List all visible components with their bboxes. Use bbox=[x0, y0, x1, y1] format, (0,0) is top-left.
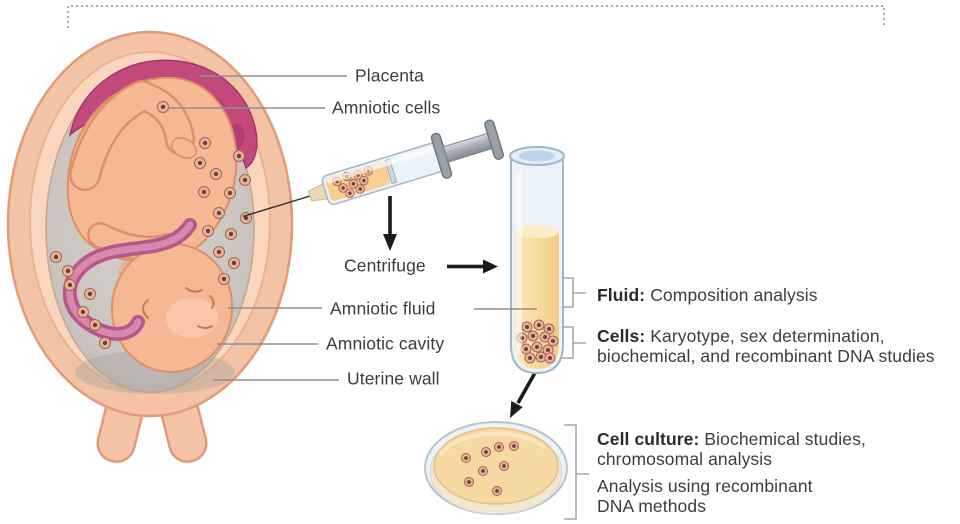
cells-bracket bbox=[562, 326, 586, 359]
cell-culture-desc: Biochemical studies, chromosomal analysi… bbox=[597, 429, 866, 469]
syringe-icon bbox=[242, 119, 504, 218]
fluid-annotation: Fluid: Composition analysis bbox=[597, 285, 957, 306]
fluid-term: Fluid: bbox=[597, 285, 646, 305]
cell-culture-term: Cell culture: bbox=[597, 429, 700, 449]
cell-pellet bbox=[516, 319, 559, 364]
test-tube bbox=[509, 146, 565, 375]
fluid-bracket bbox=[562, 277, 586, 308]
petri-dish bbox=[424, 421, 568, 515]
uterus-illustration bbox=[6, 30, 294, 463]
needle bbox=[242, 194, 313, 218]
leader-lines bbox=[168, 75, 537, 381]
arrow-down-left-icon bbox=[510, 370, 538, 418]
centrifuge-label: Centrifuge bbox=[344, 255, 426, 276]
cells-desc: Karyotype, sex determination, biochemica… bbox=[597, 326, 935, 366]
arrow-down-icon bbox=[383, 196, 397, 251]
culture-bracket bbox=[564, 424, 589, 520]
dashed-crop-border bbox=[67, 5, 885, 28]
arrow-right-icon bbox=[447, 259, 498, 274]
analysis-annotation: Analysis using recombinant DNA methods bbox=[597, 476, 897, 516]
amniotic-fluid-label: Amniotic fluid bbox=[330, 298, 436, 319]
fetus-figure bbox=[66, 76, 238, 373]
flow-arrows bbox=[383, 196, 538, 418]
cells-annotation: Cells: Karyotype, sex determination, bio… bbox=[597, 326, 960, 366]
fetus-face bbox=[142, 287, 215, 329]
cultured-cells bbox=[461, 441, 519, 496]
amniotic-cells-dots bbox=[50, 101, 252, 349]
amniotic-cells-label: Amniotic cells bbox=[332, 97, 441, 118]
fluid-desc: Composition analysis bbox=[645, 285, 818, 305]
placenta-label: Placenta bbox=[355, 65, 424, 86]
amniotic-cavity-label: Amniotic cavity bbox=[326, 333, 445, 354]
analysis-text: Analysis using recombinant DNA methods bbox=[597, 476, 813, 516]
annotation-brackets bbox=[562, 277, 589, 520]
cell-culture-annotation: Cell culture: Biochemical studies, chrom… bbox=[597, 429, 937, 469]
uterine-wall-label: Uterine wall bbox=[347, 368, 440, 389]
cells-term: Cells: bbox=[597, 326, 646, 346]
